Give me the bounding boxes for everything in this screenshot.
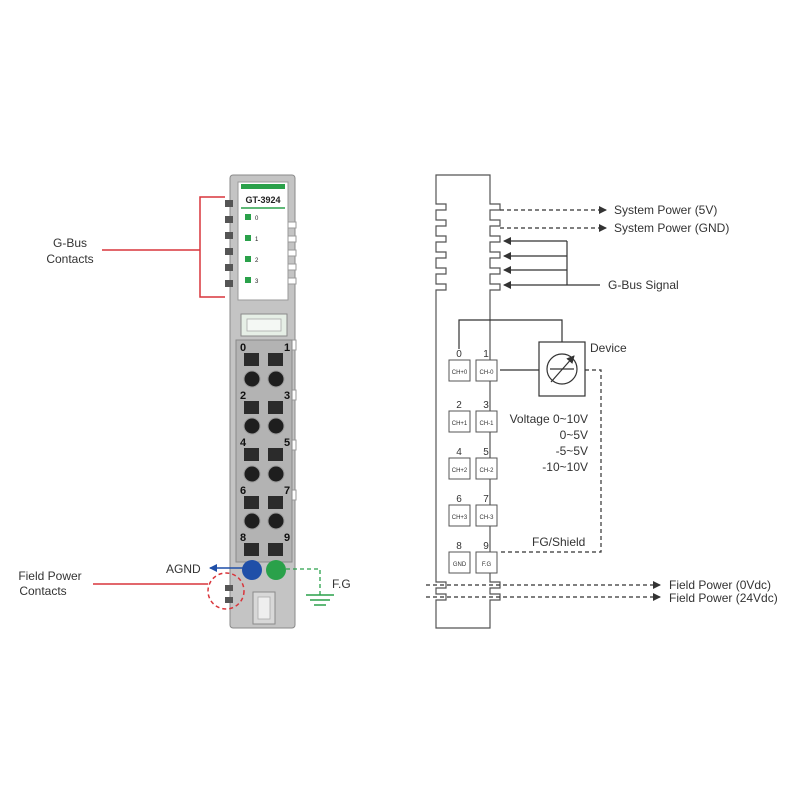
sch-terminal-label-1: CH-0 [479,370,494,376]
gbus-signal-label: G-Bus Signal [608,278,679,292]
sch-terminal-num-9: 9 [483,541,489,552]
sch-terminal-num-3: 3 [483,400,489,411]
sch-terminal-label-7: CH-3 [479,515,494,521]
terminal-number-0: 0 [240,342,246,354]
module-illustration: GT-3924 0 1 2 3 0 1 [225,174,297,629]
agnd-label: AGND [166,562,201,576]
led-label-1: 1 [255,237,259,243]
field-power-contacts [225,585,233,603]
voltage-range-2: -5~5V [556,444,588,458]
fg-terminal [266,560,286,580]
module-green-band [241,184,285,189]
sch-terminal-num-4: 4 [456,447,462,458]
terminal-number-9: 9 [284,532,290,544]
device-symbol [546,353,578,385]
sch-terminal-label-3: CH-1 [479,421,494,427]
field-power-0v-label: Field Power (0Vdc) [669,578,771,592]
terminal-number-2: 2 [240,390,246,402]
sch-terminal-num-2: 2 [456,400,462,411]
sch-terminal-label-2: CH+1 [452,421,468,427]
led-label-2: 2 [255,258,259,264]
terminal-number-3: 3 [284,390,290,402]
field-power-label-line1: Field Power [18,569,81,583]
sch-terminal-label-8: GND [453,562,467,568]
gbus-contacts-label-line1: G-Bus [53,236,87,250]
led-indicator [245,256,251,262]
agnd-callout: AGND [166,562,243,576]
terminal-number-1: 1 [284,342,290,354]
voltage-range-3: -10~10V [542,460,588,474]
terminal-number-5: 5 [284,437,290,449]
fg-ground-callout: F.G [286,568,351,606]
terminal-number-8: 8 [240,532,246,544]
gbus-signal-lines [503,237,600,289]
fg-label: F.G [332,577,351,591]
sch-terminal-label-0: CH+0 [452,370,468,376]
field-power-callout: Field Power Contacts [18,569,245,610]
voltage-range-0: Voltage 0~10V [510,412,588,426]
system-power-5v-label: System Power (5V) [614,203,717,217]
fg-shield-label: FG/Shield [532,535,585,549]
terminal-slots [244,353,283,556]
sch-terminal-num-6: 6 [456,494,462,505]
gbus-contacts [225,200,233,287]
schematic: System Power (5V) System Power (GND) G-B… [426,174,778,629]
field-power-24v-label: Field Power (24Vdc) [669,591,778,605]
led-group: 0 1 2 3 [245,214,259,285]
sch-terminal-label-5: CH-2 [479,468,494,474]
system-power-gnd-label: System Power (GND) [614,221,729,235]
agnd-terminal [242,560,262,580]
terminal-number-4: 4 [240,437,247,449]
sch-terminal-label-6: CH+3 [452,515,468,521]
led-indicator [245,235,251,241]
sch-terminal-num-1: 1 [483,349,489,360]
sch-terminal-num-8: 8 [456,541,462,552]
led-indicator [245,214,251,220]
field-power-label-line2: Contacts [19,584,66,598]
terminal-number-6: 6 [240,485,246,497]
terminal-holes [243,370,285,530]
sch-terminal-label-4: CH+2 [452,468,468,474]
module-model: GT-3924 [245,195,280,205]
schematic-terminals: 0 CH+0 1 CH-0 2 CH+1 3 CH-1 4 CH+2 5 CH-… [448,349,498,574]
sch-terminal-label-9: F.G [482,562,492,568]
led-label-0: 0 [255,216,259,222]
terminal-number-7: 7 [284,485,290,497]
led-indicator [245,277,251,283]
led-label-3: 3 [255,279,259,285]
sch-terminal-num-0: 0 [456,349,462,360]
gbus-contacts-label-line2: Contacts [46,252,93,266]
voltage-range-1: 0~5V [560,428,588,442]
terminal-numbers: 0 1 2 3 4 5 6 7 8 9 [240,342,290,544]
gbus-callout: G-Bus Contacts [46,196,225,298]
device-label: Device [590,341,627,355]
sch-terminal-num-7: 7 [483,494,489,505]
sch-terminal-num-5: 5 [483,447,489,458]
